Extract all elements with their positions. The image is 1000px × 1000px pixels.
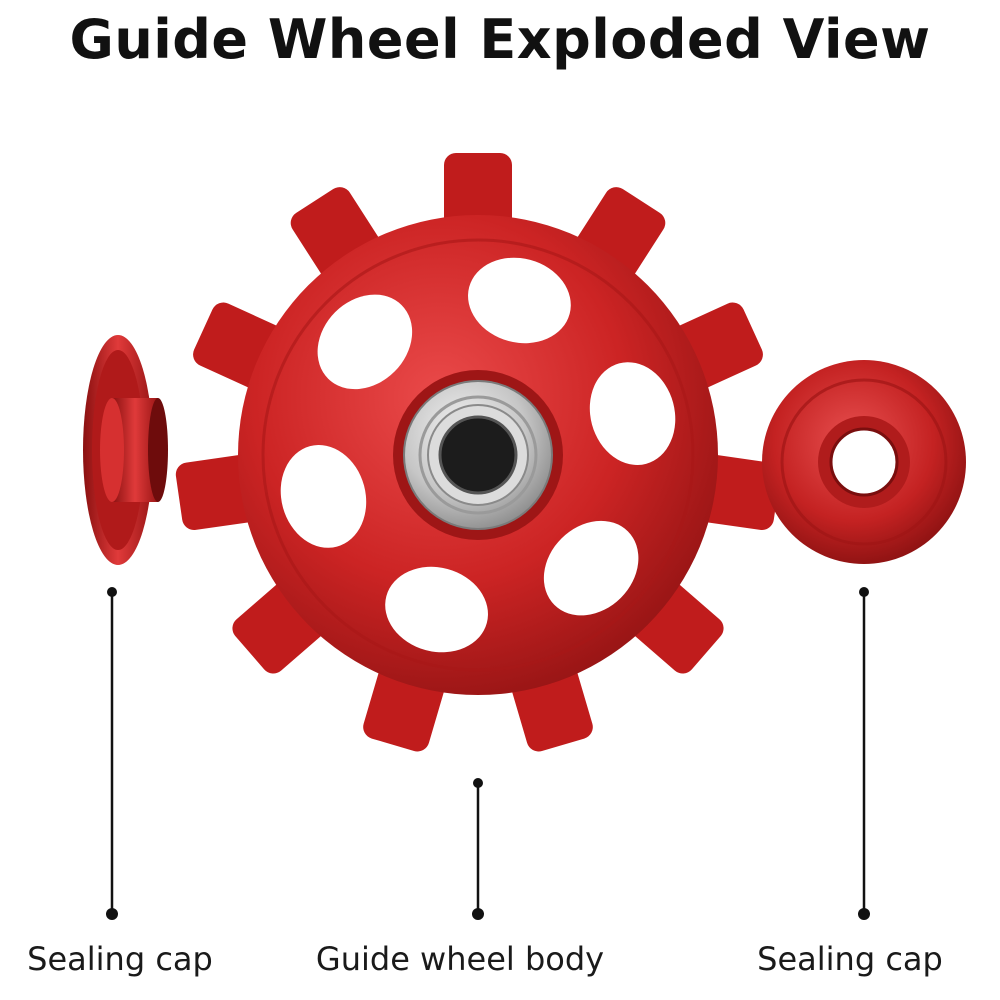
label-left-sealing-cap: Sealing cap — [27, 940, 213, 978]
left-sealing-cap — [83, 335, 168, 565]
guide-wheel-body — [175, 153, 781, 752]
leader-line-right — [858, 587, 870, 920]
right-sealing-cap — [762, 360, 966, 564]
leader-line-left — [106, 587, 118, 920]
leader-lines — [106, 587, 870, 920]
bearing — [393, 370, 563, 540]
leader-line-middle — [472, 778, 484, 920]
spoke-holes — [280, 257, 676, 653]
diagram-title: Guide Wheel Exploded View — [69, 8, 931, 71]
label-right-sealing-cap: Sealing cap — [757, 940, 943, 978]
label-guide-wheel-body: Guide wheel body — [315, 940, 605, 978]
